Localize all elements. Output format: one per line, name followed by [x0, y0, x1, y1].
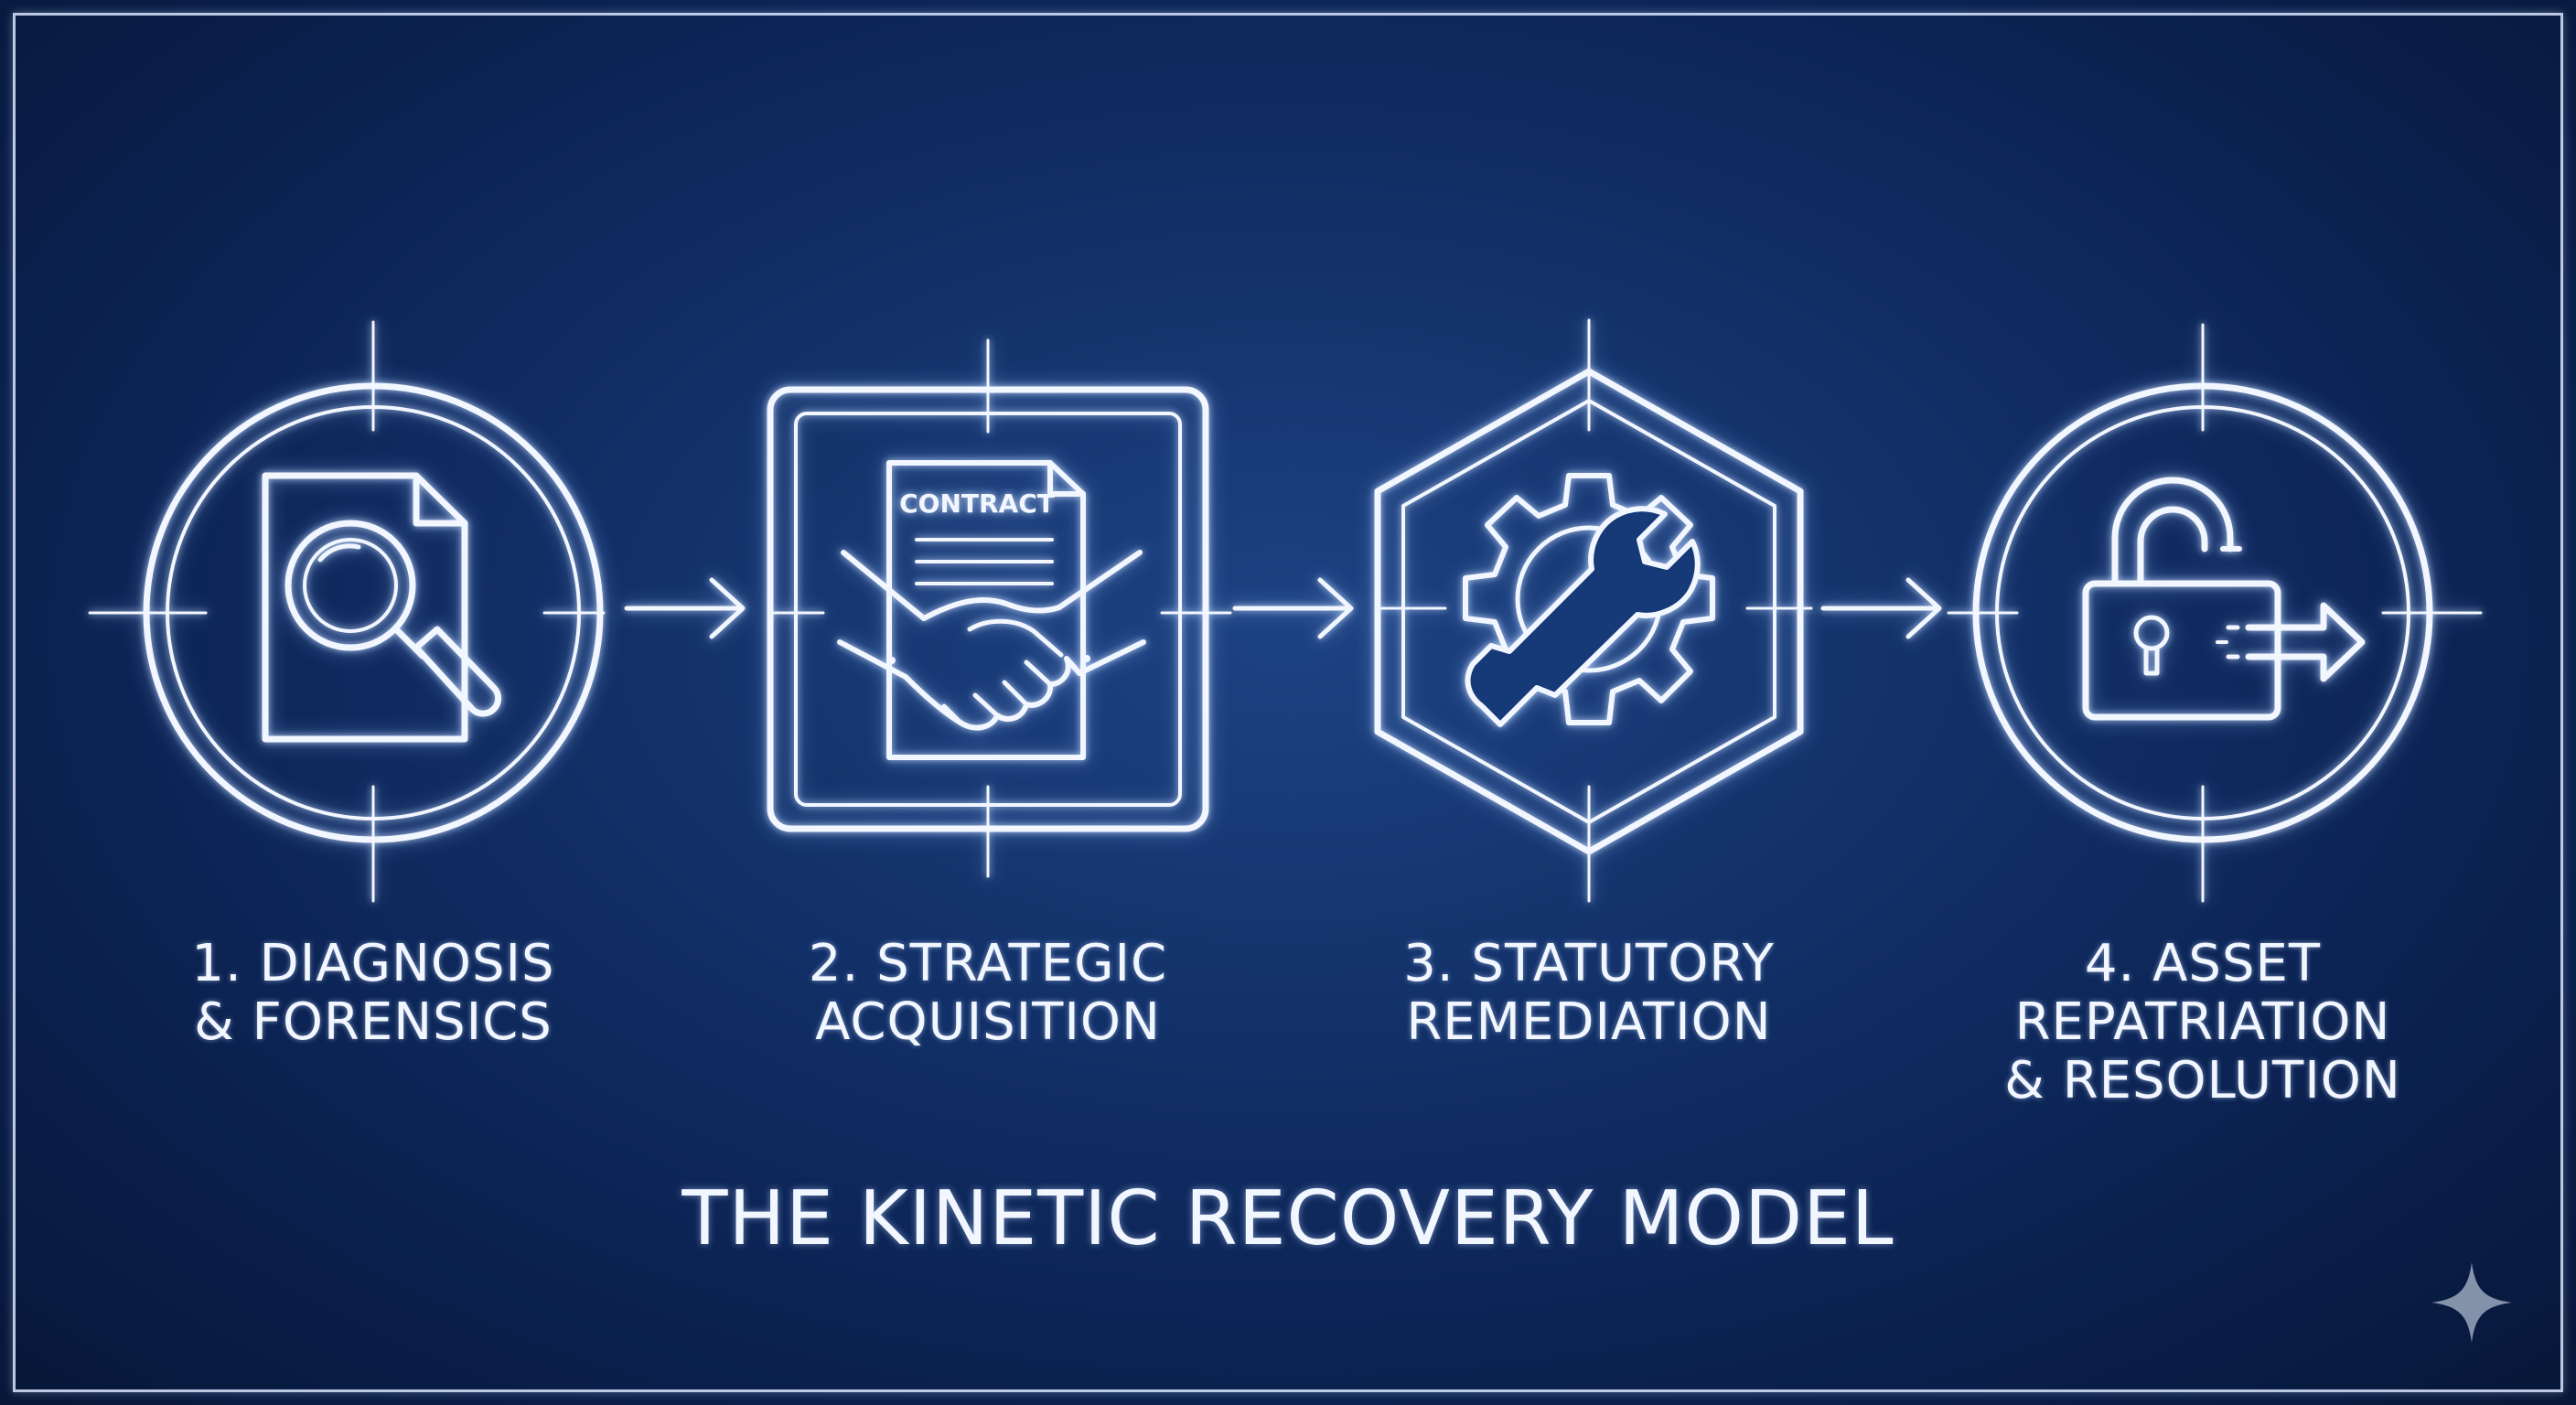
step-2-label: 2. STRATEGIC ACQUISITION [732, 935, 1244, 1052]
step-3-label-line-1: 3. STATUTORY [1403, 934, 1775, 993]
step-3-label: 3. STATUTORY REMEDIATION [1333, 935, 1845, 1052]
step-4-label-line-1: 4. ASSET [2084, 934, 2322, 993]
step-4-label: 4. ASSET REPATRIATION & RESOLUTION [1947, 935, 2459, 1110]
step-1-node [88, 320, 606, 903]
step-2-node [767, 338, 1232, 878]
step-1-outer-ring [143, 382, 604, 843]
step-3-node [1374, 318, 1813, 903]
step-2-inner-square [794, 412, 1182, 807]
step-1-label-line-2: & FORENSICS [194, 992, 553, 1052]
arrow-2-to-3 [1232, 577, 1354, 639]
document-magnifier-icon [262, 472, 502, 743]
step-1-crosshair [88, 320, 606, 903]
step-1-label-line-1: 1. DIAGNOSIS [191, 934, 555, 993]
step-4-inner-ring [1995, 405, 2410, 820]
step-4-label-line-3: & RESOLUTION [2004, 1051, 2401, 1110]
diagram-title: THE KINETIC RECOVERY MODEL [682, 1175, 1894, 1262]
step-1-label: 1. DIAGNOSIS & FORENSICS [117, 935, 629, 1052]
step-4-label-line-2: REPATRIATION [2014, 992, 2391, 1052]
step-1-inner-ring [166, 405, 581, 820]
step-3-crosshair [1379, 318, 1813, 903]
contract-handshake-icon [837, 460, 1146, 760]
contract-text: CONTRACT [899, 488, 1055, 519]
step-4-node [1947, 323, 2483, 903]
arrow-1-to-2 [624, 577, 746, 639]
arrow-3-to-4 [1820, 577, 1942, 639]
step-3-label-line-2: REMEDIATION [1406, 992, 1772, 1052]
step-2-crosshair [767, 338, 1232, 878]
step-2-outer-square [767, 386, 1209, 832]
sparkle-icon [2431, 1262, 2512, 1343]
step-4-crosshair [1947, 323, 2483, 903]
gear-wrench-icon [1463, 473, 1715, 727]
step-2-label-line-1: 2. STRATEGIC [808, 934, 1168, 993]
step-4-outer-ring [1972, 382, 2433, 843]
unlock-exit-icon [2082, 477, 2366, 721]
step-2-label-line-2: ACQUISITION [815, 992, 1161, 1052]
